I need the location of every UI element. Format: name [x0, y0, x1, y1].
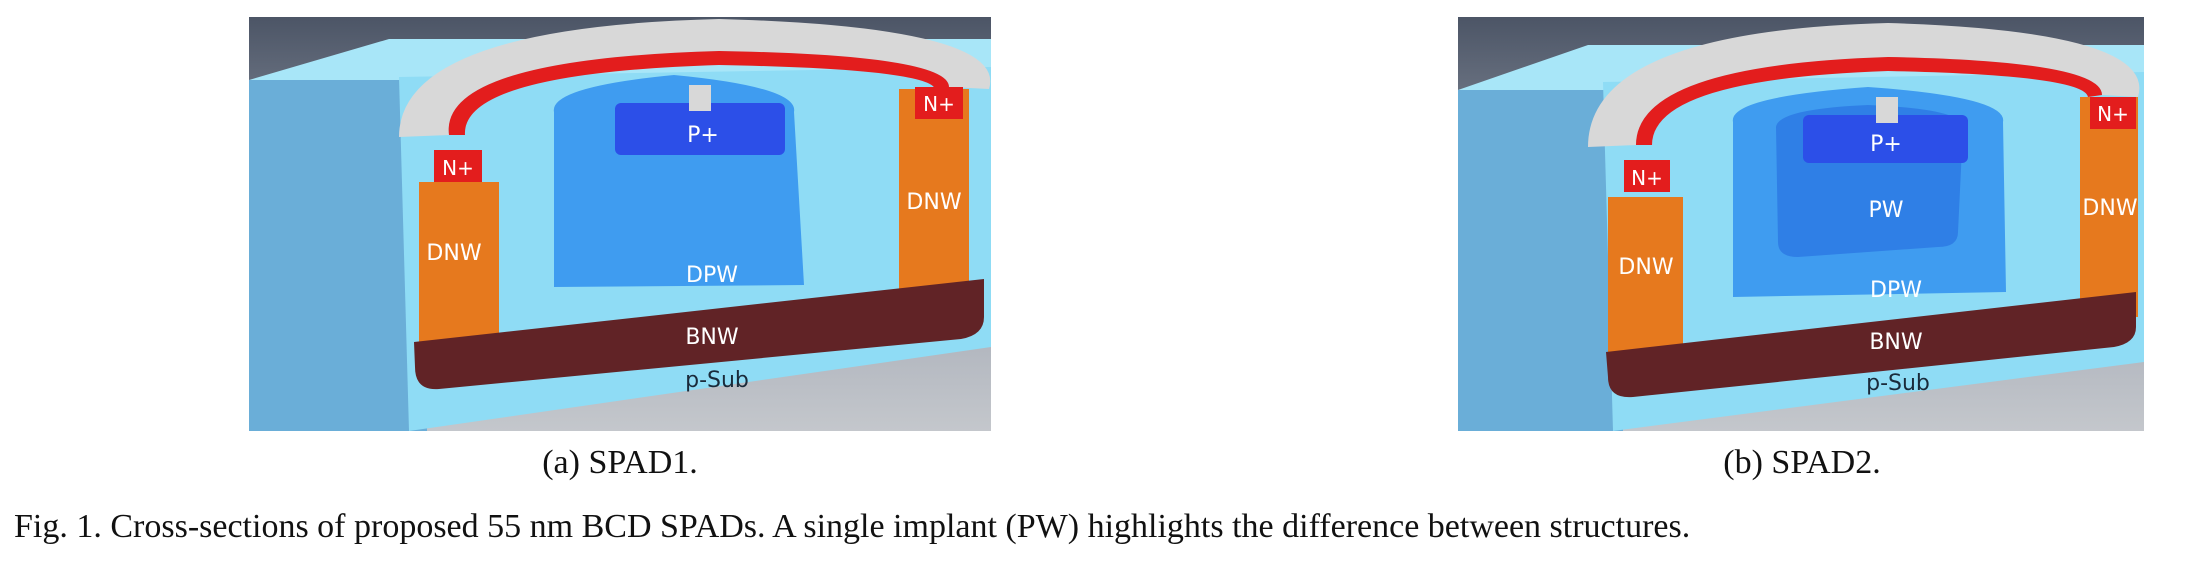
panel-b-caption: (b) SPAD2.	[1723, 444, 1881, 481]
dnw-right-label: DNW	[2082, 196, 2137, 221]
metal-ring	[399, 19, 991, 137]
p-plus-region	[615, 103, 785, 155]
dnw-left	[419, 182, 499, 347]
n-plus-right-label: N+	[923, 92, 955, 116]
n-plus-left-label: N+	[1631, 166, 1663, 190]
psub-label: p-Sub	[1866, 371, 1930, 396]
n-plus-left-label: N+	[442, 156, 474, 180]
n-plus-left-block	[434, 150, 482, 182]
metal-ring	[1588, 23, 2140, 147]
dnw-right	[899, 89, 969, 309]
n-plus-ring	[448, 51, 949, 135]
panel-a-diagram: P+ N+ N+ DNW DNW DPW BNW p-Sub	[249, 17, 991, 431]
pw-label: PW	[1868, 198, 1903, 223]
n-plus-left-block	[1624, 160, 1670, 192]
n-plus-right-block	[2090, 97, 2136, 129]
dnw-left-label: DNW	[426, 241, 481, 266]
panel-a-caption: (a) SPAD1.	[542, 444, 698, 481]
n-plus-ring	[1636, 57, 2102, 145]
n-plus-right-block	[915, 87, 963, 119]
bnw-label: BNW	[685, 325, 739, 350]
substrate-side	[1458, 90, 1623, 431]
p-plus-region	[1803, 115, 1968, 163]
substrate-side	[249, 80, 427, 431]
dnw-left	[1608, 197, 1683, 357]
dnw-right-label: DNW	[906, 190, 961, 215]
bnw-region	[414, 279, 984, 390]
dnw-right	[2080, 97, 2138, 317]
psub-label: p-Sub	[685, 368, 749, 393]
p-plus-label: P+	[687, 123, 719, 148]
bnw-label: BNW	[1869, 330, 1923, 355]
bnw-region	[1606, 292, 2136, 398]
p-plus-contact	[1876, 97, 1898, 123]
dpw-label: DPW	[686, 263, 738, 288]
n-plus-right-label: N+	[2097, 102, 2129, 126]
p-plus-label: P+	[1870, 132, 1902, 157]
panel-b-diagram: P+ PW N+ N+ DNW DNW DPW BNW p-Sub	[1458, 17, 2144, 431]
dnw-left-label: DNW	[1618, 255, 1673, 280]
dpw-label: DPW	[1870, 278, 1922, 303]
p-plus-contact	[689, 85, 711, 111]
figure-caption: Fig. 1. Cross-sections of proposed 55 nm…	[14, 508, 1691, 545]
